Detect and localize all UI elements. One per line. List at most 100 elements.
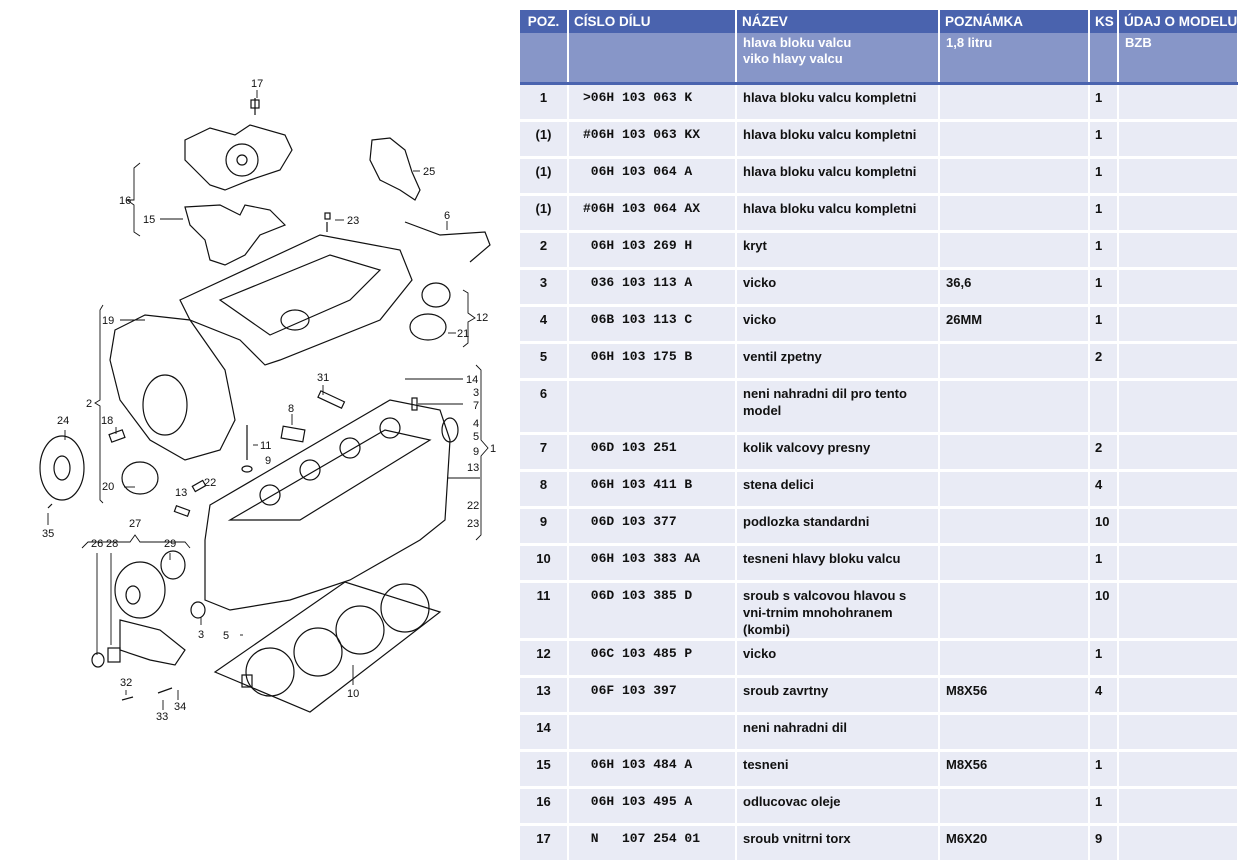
- row-pos: 1: [520, 83, 569, 122]
- callout-29: 29: [164, 538, 176, 550]
- callout-7: 7: [473, 400, 479, 412]
- row-part-number: #06H 103 064 AX: [568, 194, 737, 233]
- callout-13-right: 13: [467, 462, 479, 474]
- table-header-row: POZ. CÍSLO DÍLU NÁZEV POZNÁMKA KS ÚDAJ O…: [520, 10, 1238, 33]
- row-model: [1118, 305, 1238, 344]
- row-name: kryt: [736, 231, 940, 270]
- row-part-number: 036 103 113 A: [568, 268, 737, 307]
- cylinder-head-drawing: [204, 399, 459, 611]
- row-note: [939, 157, 1090, 196]
- row-note: [939, 433, 1090, 472]
- row-qty: 1: [1089, 544, 1119, 583]
- row-part-number: 06D 103 251: [568, 433, 737, 472]
- row-name: sroub zavrtny: [736, 676, 940, 715]
- callout-32: 32: [120, 677, 132, 689]
- row-pos: 10: [520, 544, 569, 583]
- row-part-number: 06H 103 383 AA: [568, 544, 737, 583]
- row-model: [1118, 194, 1238, 233]
- gasket-15-drawing: [184, 204, 287, 266]
- row-note: [939, 379, 1090, 435]
- row-note: [939, 231, 1090, 270]
- row-name: neni nahradni dil: [736, 713, 940, 752]
- leader-lines: [47, 90, 489, 710]
- row-note: [939, 713, 1090, 752]
- row-qty: 1: [1089, 231, 1119, 270]
- callout-17: 17: [251, 78, 263, 90]
- small-parts-drawing: [47, 212, 418, 701]
- row-pos: 12: [520, 639, 569, 678]
- callout-9-left: 9: [265, 455, 271, 467]
- row-name: podlozka standardni: [736, 507, 940, 546]
- oil-separator-drawing: [184, 98, 293, 191]
- row-model: [1118, 120, 1238, 159]
- row-part-number: 06D 103 377: [568, 507, 737, 546]
- callout-25: 25: [423, 166, 435, 178]
- row-model: [1118, 750, 1238, 789]
- row-qty: 1: [1089, 194, 1119, 233]
- header-model[interactable]: ÚDAJ O MODELU: [1118, 10, 1238, 33]
- subheader-pos: [520, 33, 569, 85]
- row-note: [939, 544, 1090, 583]
- row-name: sroub vnitrni torx: [736, 824, 940, 863]
- row-pos: 16: [520, 787, 569, 826]
- gasket-25-drawing: [369, 137, 421, 201]
- row-pos: 7: [520, 433, 569, 472]
- row-note: [939, 639, 1090, 678]
- row-part-number: 06H 103 175 B: [568, 342, 737, 381]
- row-note: [939, 194, 1090, 233]
- row-model: [1118, 824, 1238, 863]
- callout-31: 31: [317, 372, 329, 384]
- callout-11: 11: [260, 440, 271, 452]
- row-name: hlava bloku valcu kompletni: [736, 83, 940, 122]
- row-part-number: [568, 379, 737, 435]
- row-name: kolik valcovy presny: [736, 433, 940, 472]
- row-part-number: 06H 103 269 H: [568, 231, 737, 270]
- callout-21: 21: [457, 328, 469, 340]
- callout-16: 16: [119, 195, 131, 207]
- header-pos[interactable]: POZ.: [520, 10, 569, 33]
- callout-33: 33: [156, 711, 168, 723]
- header-part-number[interactable]: CÍSLO DÍLU: [568, 10, 737, 33]
- callout-20: 20: [102, 481, 114, 493]
- header-note[interactable]: POZNÁMKA: [939, 10, 1090, 33]
- callout-19: 19: [102, 315, 114, 327]
- parts-table: POZ. CÍSLO DÍLU NÁZEV POZNÁMKA KS ÚDAJ O…: [520, 10, 1238, 863]
- subheader-model: BZB: [1118, 33, 1238, 85]
- head-gasket-drawing: [213, 581, 442, 713]
- header-name[interactable]: NÁZEV: [736, 10, 940, 33]
- exploded-parts-diagram: 17 16 15 25 23 6 12 21 19 14 3 7 4 5 9 1…: [0, 0, 518, 796]
- row-name: vicko: [736, 639, 940, 678]
- callout-10: 10: [347, 688, 359, 700]
- header-qty[interactable]: KS: [1089, 10, 1119, 33]
- row-qty: [1089, 713, 1119, 752]
- pulley-24-drawing: [39, 435, 85, 501]
- row-pos: 17: [520, 824, 569, 863]
- callout-24: 24: [57, 415, 69, 427]
- row-qty: 1: [1089, 305, 1119, 344]
- callout-5-right: 5: [473, 431, 479, 443]
- row-name: vicko: [736, 268, 940, 307]
- row-name: tesneni: [736, 750, 940, 789]
- callout-22-left: 22: [204, 477, 216, 489]
- group-subheader-row: hlava bloku valcu viko hlavy valcu 1,8 l…: [520, 33, 1238, 85]
